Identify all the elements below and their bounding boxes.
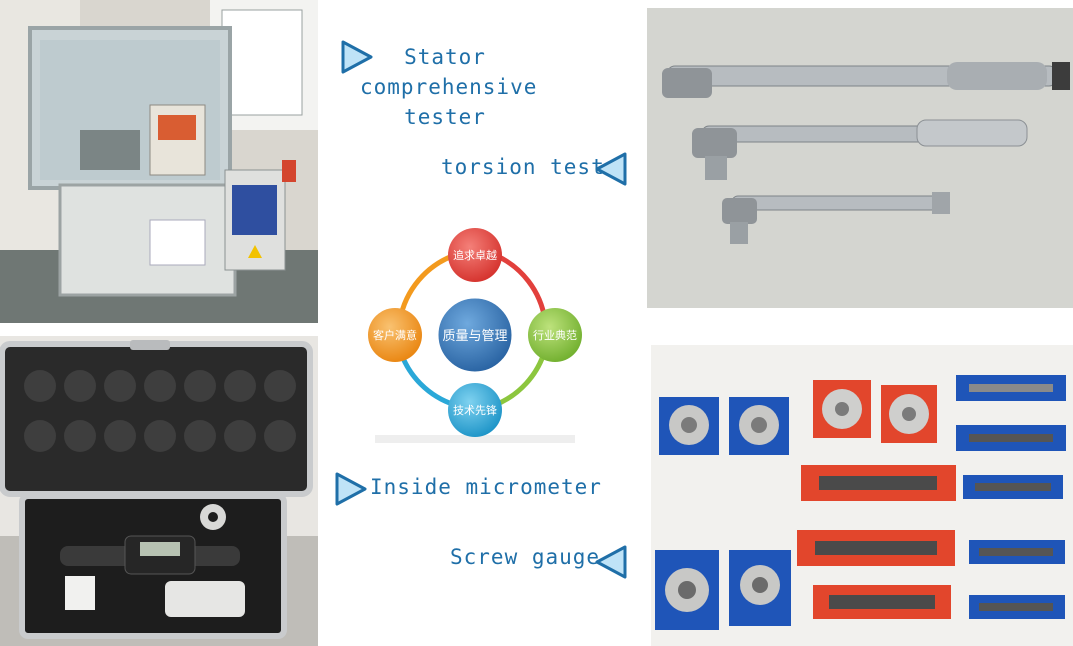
caption-stator-line-3: tester	[404, 105, 486, 129]
triangle-arrow-icon	[334, 472, 368, 506]
photo-stator-tester	[0, 0, 318, 323]
node-right	[528, 308, 582, 362]
photo-screw-gauges	[651, 345, 1073, 646]
caption-stator-line-1: Stator	[404, 45, 486, 69]
triangle-arrow-icon	[340, 40, 374, 74]
node-left	[368, 308, 422, 362]
triangle-arrow-icon	[594, 152, 628, 186]
node-center	[435, 295, 515, 375]
label-center: 质量与管理	[442, 329, 507, 344]
node-bottom	[448, 383, 502, 437]
caption-stator-line-2: comprehensive	[360, 75, 538, 99]
caption-stator-tester: Stator comprehensive tester	[360, 42, 538, 132]
triangle-arrow-icon	[594, 545, 628, 579]
photo-torque-wrenches	[647, 8, 1073, 308]
label-left: 客户满意	[373, 328, 417, 342]
quality-management-diagram: 追求卓越 行业典范 技术先锋 客户满意 质量与管理	[355, 225, 595, 450]
caption-torsion-test: torsion test	[441, 155, 605, 179]
label-right: 行业典范	[533, 328, 577, 342]
photo-inside-micrometer	[0, 336, 318, 646]
caption-screw-gauge: Screw gauge	[450, 545, 601, 569]
label-top: 追求卓越	[453, 248, 497, 262]
caption-inside-micrometer: Inside micrometer	[370, 475, 602, 499]
node-top	[448, 228, 502, 282]
label-bottom: 技术先锋	[453, 404, 497, 417]
arc-top-right	[493, 252, 548, 321]
